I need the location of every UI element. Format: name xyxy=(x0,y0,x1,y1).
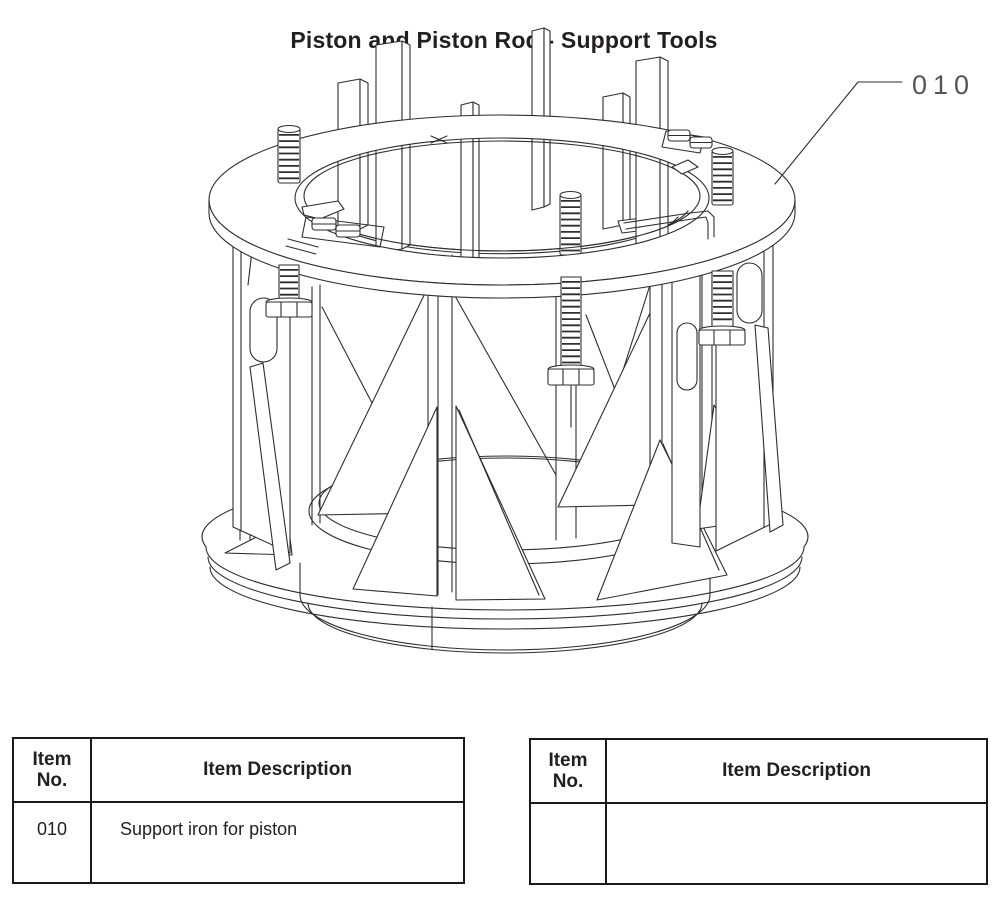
interior-panel xyxy=(317,286,429,516)
cell-item-no xyxy=(529,802,607,885)
header-cell-item-description: Item Description xyxy=(90,737,465,803)
table-header-row: Item No. Item Description xyxy=(529,738,988,804)
table-row xyxy=(529,802,988,885)
technical-drawing: 010 xyxy=(201,27,975,654)
page-title: Piston and Piston Rod - Support Tools xyxy=(290,27,718,54)
cell-item-no: 010 xyxy=(12,801,92,884)
cage-plate-right-inner xyxy=(671,254,701,548)
jack-bolt-pair xyxy=(661,129,713,154)
threaded-stud xyxy=(277,124,301,184)
hex-nut xyxy=(265,297,313,318)
interior-panel xyxy=(557,312,651,508)
hex-nut xyxy=(547,364,595,386)
table-row: 010 Support iron for piston xyxy=(12,801,465,884)
header-cell-item-description: Item Description xyxy=(605,738,988,804)
threaded-stud xyxy=(711,146,734,206)
parts-table-left: Item No. Item Description 010 Support ir… xyxy=(12,737,465,884)
support-blade xyxy=(602,92,624,230)
base-ring xyxy=(201,498,809,630)
clamp-hook xyxy=(301,200,345,220)
bottom-dish xyxy=(299,562,711,654)
sloped-plate xyxy=(249,362,291,571)
callout: 010 xyxy=(774,70,975,185)
header-cell-item-no: Item No. xyxy=(12,737,92,803)
jack-bolt-pair xyxy=(301,216,385,248)
slot-hole xyxy=(676,322,698,391)
header-cell-item-no: Item No. xyxy=(529,738,607,804)
slot-hole xyxy=(736,262,763,324)
hex-nut xyxy=(698,325,746,346)
weld-mark xyxy=(430,135,448,144)
inner-bracket xyxy=(623,210,715,238)
parts-table-right: Item No. Item Description xyxy=(529,738,988,885)
gusset-triangle xyxy=(352,406,438,597)
cell-item-description: Support iron for piston xyxy=(90,801,465,884)
callout-leader-line xyxy=(774,81,903,185)
cell-item-description xyxy=(605,802,988,885)
threaded-stud xyxy=(559,190,582,256)
top-flange-ring xyxy=(208,114,796,299)
threaded-stud xyxy=(265,264,313,318)
cage-plates xyxy=(232,222,784,571)
table-header-row: Item No. Item Description xyxy=(12,737,465,803)
threaded-stud xyxy=(547,276,595,428)
callout-label: 010 xyxy=(912,70,975,100)
inner-tab xyxy=(671,159,699,175)
fasteners xyxy=(265,124,746,428)
sloped-plate xyxy=(754,324,784,533)
figure-area: 010 xyxy=(201,27,975,654)
threaded-stud xyxy=(698,270,746,346)
